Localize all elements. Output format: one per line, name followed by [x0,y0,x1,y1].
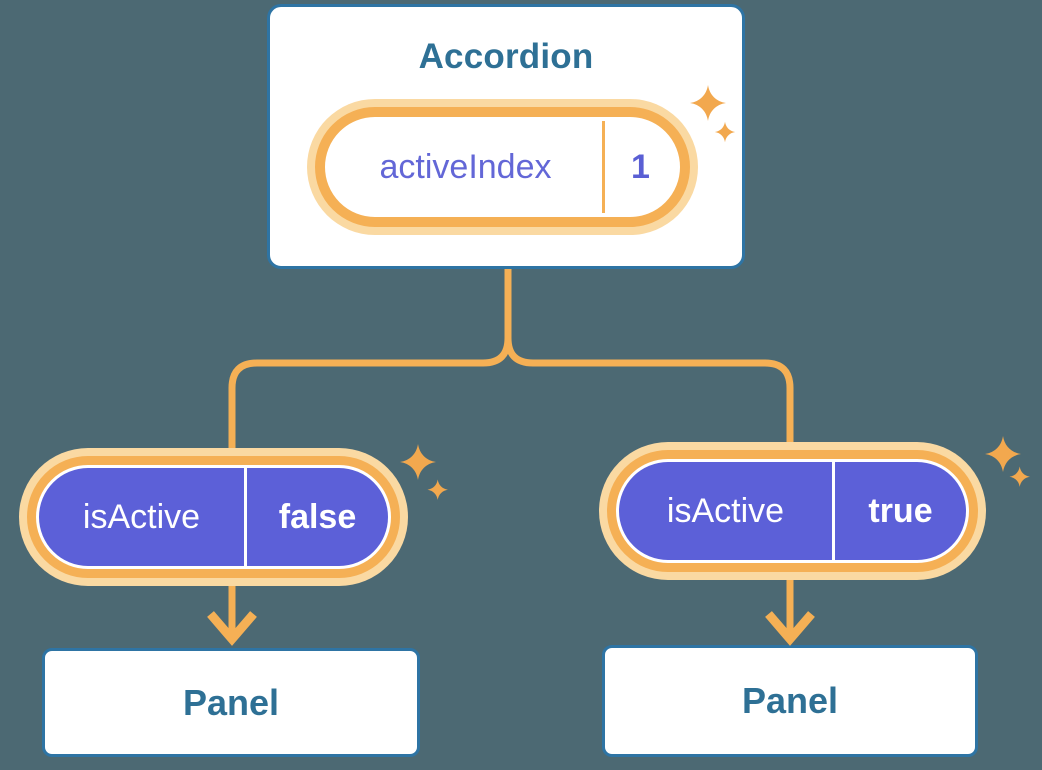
state-value: 1 [631,147,650,186]
sparkle-icon [1009,466,1030,487]
sparkle-icon [400,444,436,480]
pill-divider [602,121,605,213]
panel-title: Panel [182,681,280,723]
prop-label: isActive [666,491,785,530]
panel-card-right: Panel [602,645,978,757]
accordion-title: Accordion [418,37,594,76]
state-pill: activeIndex 1 [315,107,690,227]
prop-label: isActive [82,497,201,536]
prop-pill-true: isActive true [607,450,978,572]
prop-value: false [278,497,357,536]
sparkle-icon [427,479,448,500]
connector-branch-left [228,269,512,638]
panel-card-left: Panel [42,648,420,757]
state-label: activeIndex [379,147,552,186]
arrow-down-icon [765,611,815,646]
pill-divider [832,462,835,560]
prop-value: true [868,491,933,530]
arrow-down-icon [207,611,257,646]
panel-title: Panel [741,680,839,721]
prop-pill-false: isActive false [27,456,400,578]
sparkle-icon [985,436,1021,472]
